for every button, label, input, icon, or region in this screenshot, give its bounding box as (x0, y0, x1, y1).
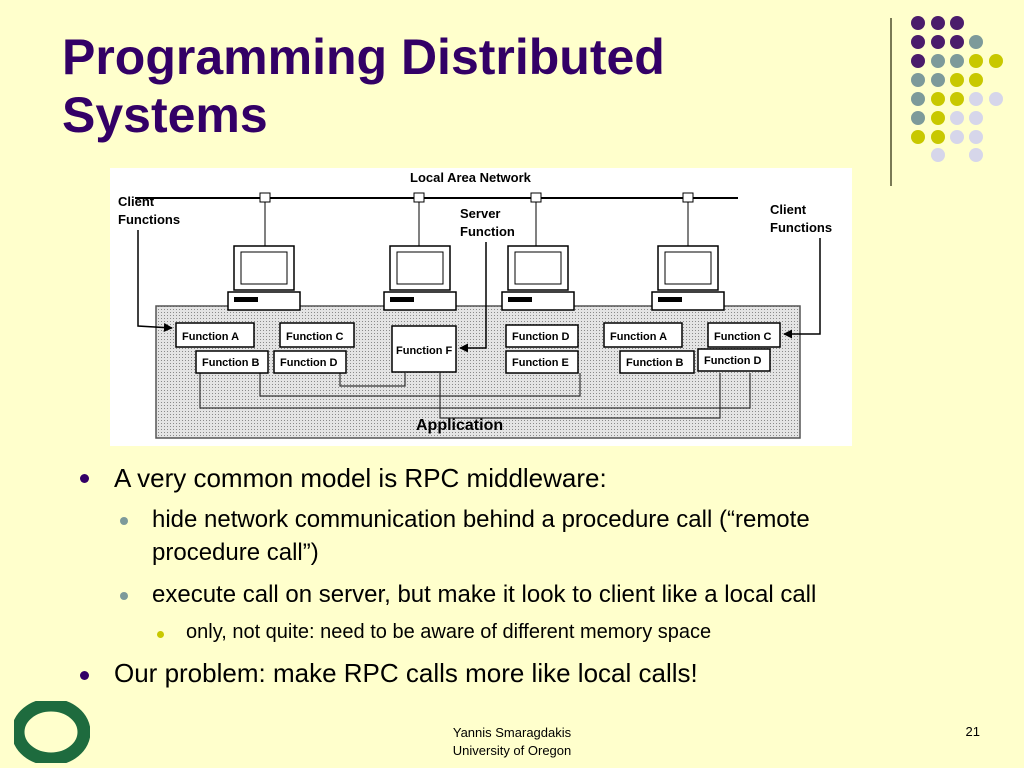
slide-title-line-1: Programming Distributed (62, 29, 665, 85)
function-box-label: Function B (626, 357, 683, 369)
bullet-marker (120, 592, 128, 600)
rpc-network-diagram: Local Area Network Function A Functio (110, 168, 852, 446)
decor-dot (950, 16, 964, 30)
decor-dot (911, 35, 925, 49)
decorative-dot-grid (911, 16, 1003, 162)
decor-dot (989, 92, 1003, 106)
function-box-label: Function A (610, 331, 667, 343)
decor-dot (911, 111, 925, 125)
decor-dot (969, 73, 983, 87)
client-right-arrow (783, 238, 821, 339)
decor-dot (931, 16, 945, 30)
server-label-1: Server (460, 206, 500, 221)
university-o-logo (14, 701, 90, 763)
server-arrow (459, 242, 487, 353)
function-box-label: Function C (714, 331, 771, 343)
decorative-vertical-rule (890, 18, 892, 186)
machine-1-functions: Function A Function B Function C Functio… (175, 322, 355, 374)
lan-bus (135, 192, 738, 246)
client-right-label-2: Functions (770, 220, 832, 235)
decor-dot (950, 54, 964, 68)
decor-dot (911, 54, 925, 68)
decor-dot (931, 111, 945, 125)
client-left-label-1: Client (118, 194, 155, 209)
bullet-sub-item-1-line-1: hide network communication behind a proc… (152, 506, 810, 533)
application-links (199, 368, 751, 419)
function-box-label: Function D (512, 331, 569, 343)
slide-title: Programming Distributed Systems (62, 28, 852, 144)
bullet-marker (157, 631, 164, 638)
bullet-marker (80, 671, 89, 680)
function-box-label: Function F (396, 345, 452, 357)
decor-dot (969, 54, 983, 68)
computer-2 (383, 245, 457, 311)
decor-dot (950, 130, 964, 144)
bullet-marker (120, 517, 128, 525)
decor-dot (911, 16, 925, 30)
bullet-sub-item-1-line-2: procedure call”) (152, 539, 319, 566)
function-box-label: Function D (704, 355, 761, 367)
decor-dot (931, 92, 945, 106)
machine-3-functions: Function D Function E (505, 324, 579, 374)
computer-3 (501, 245, 575, 311)
decor-dot (931, 130, 945, 144)
computer-4 (651, 245, 725, 311)
decor-dot (989, 54, 1003, 68)
function-box-label: Function A (182, 331, 239, 343)
client-right-label-1: Client (770, 202, 807, 217)
footer-affiliation: University of Oregon (452, 743, 572, 758)
client-left-arrow (137, 230, 173, 333)
function-box-label: Function C (286, 331, 343, 343)
computer-1 (227, 245, 301, 311)
decor-dot (931, 54, 945, 68)
function-box-label: Function E (512, 357, 569, 369)
slide-title-line-2: Systems (62, 87, 268, 143)
page-number: 21 (965, 724, 980, 739)
application-label: Application (416, 417, 503, 434)
footer: Yannis Smaragdakis University of Oregon (380, 724, 644, 760)
function-box-label: Function B (202, 357, 259, 369)
decor-dot (969, 130, 983, 144)
decor-dot (931, 73, 945, 87)
decor-dot (911, 73, 925, 87)
decor-dot (950, 111, 964, 125)
bullet-item-1: A very common model is RPC middleware: (114, 463, 607, 493)
dot-grid-group (911, 16, 1003, 162)
function-box-label: Function D (280, 357, 337, 369)
bullet-marker (80, 474, 89, 483)
footer-author: Yannis Smaragdakis (452, 725, 572, 740)
decor-dot (969, 35, 983, 49)
decor-dot (911, 130, 925, 144)
decor-dot (931, 35, 945, 49)
bullet-sub-item-2: execute call on server, but make it look… (152, 581, 817, 608)
bullet-item-2: Our problem: make RPC calls more like lo… (114, 658, 698, 688)
server-label-2: Function (460, 224, 515, 239)
decor-dot (969, 92, 983, 106)
decor-dot (969, 148, 983, 162)
machine-4-functions: Function A Function B Function C Functio… (603, 322, 781, 374)
bullet-sub-sub-item-1: only, not quite: need to be aware of dif… (186, 621, 712, 643)
decor-dot (969, 111, 983, 125)
decor-dot (950, 73, 964, 87)
lan-label: Local Area Network (410, 170, 532, 185)
decor-dot (931, 148, 945, 162)
decor-dot (950, 35, 964, 49)
machine-2-functions: Function F (391, 325, 457, 373)
decor-dot (911, 92, 925, 106)
decor-dot (950, 92, 964, 106)
client-left-label-2: Functions (118, 212, 180, 227)
